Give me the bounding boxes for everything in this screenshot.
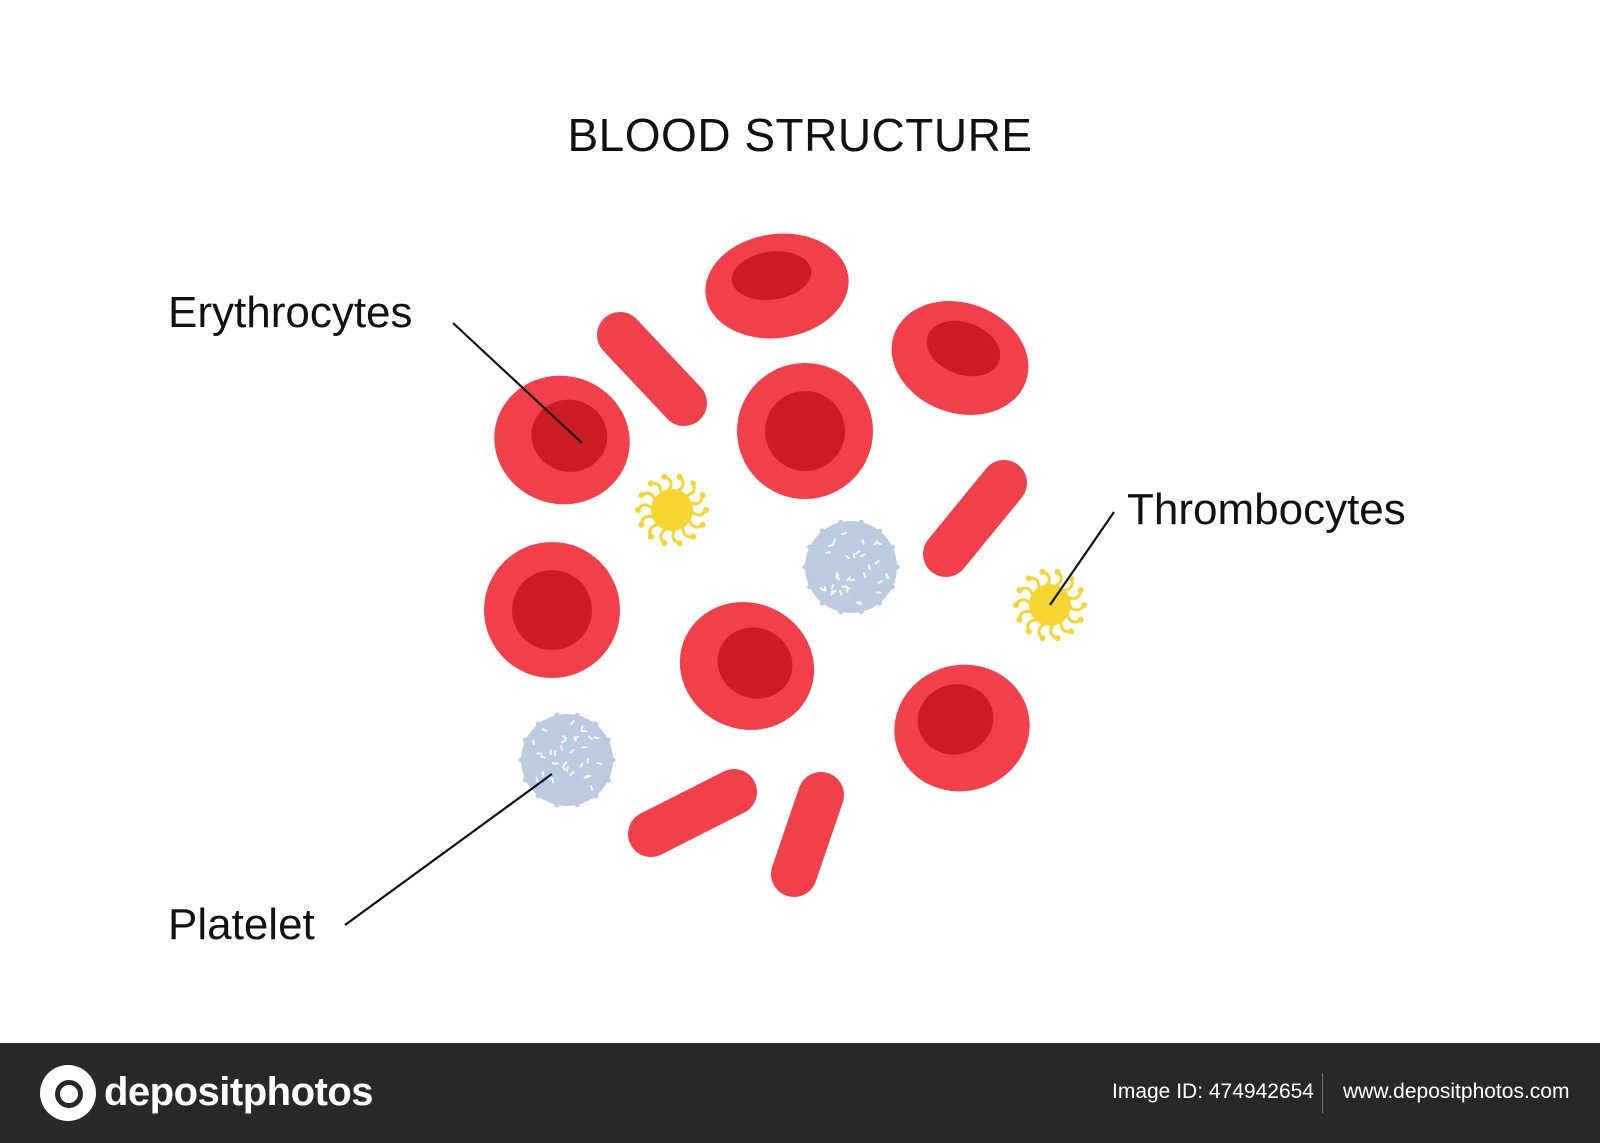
platelet bbox=[802, 519, 900, 615]
image-id: Image ID: 474942654 bbox=[1112, 1080, 1314, 1103]
erythrocyte bbox=[894, 664, 1030, 792]
erythrocyte bbox=[705, 233, 849, 339]
erythrocyte-side bbox=[771, 772, 844, 897]
blood-cells-illustration bbox=[344, 233, 1115, 926]
diagram-canvas: BLOOD STRUCTURE Erythrocytes Thrombocyte… bbox=[168, 109, 1406, 949]
erythrocyte bbox=[737, 363, 873, 499]
erythrocyte-side-group bbox=[597, 312, 1027, 897]
erythrocyte-side bbox=[597, 312, 707, 426]
footer-divider bbox=[1322, 1073, 1323, 1113]
erythrocyte-side bbox=[923, 460, 1027, 577]
erythrocyte bbox=[484, 542, 620, 678]
erythrocyte bbox=[494, 375, 630, 505]
thrombocyte bbox=[635, 473, 709, 547]
erythrocyte bbox=[891, 301, 1029, 415]
label-erythrocytes: Erythrocytes bbox=[168, 288, 413, 337]
brand-name: depositphotos bbox=[104, 1070, 374, 1114]
page-title: BLOOD STRUCTURE bbox=[567, 109, 1033, 161]
leader-line-erythrocytes bbox=[452, 322, 583, 444]
platelet bbox=[518, 712, 616, 808]
leader-line-thrombocytes bbox=[1049, 511, 1115, 606]
footer-bar: depositphotos Image ID: 474942654 www.de… bbox=[0, 1043, 1600, 1143]
label-thrombocytes: Thrombocytes bbox=[1127, 485, 1406, 534]
label-platelet: Platelet bbox=[168, 900, 315, 949]
camera-logo-icon bbox=[40, 1065, 96, 1121]
erythrocyte-side bbox=[628, 769, 757, 857]
erythrocyte bbox=[679, 602, 815, 730]
leader-line-platelet bbox=[344, 773, 553, 926]
site-url: www.depositphotos.com bbox=[1343, 1080, 1570, 1103]
erythrocyte-group bbox=[484, 233, 1030, 792]
